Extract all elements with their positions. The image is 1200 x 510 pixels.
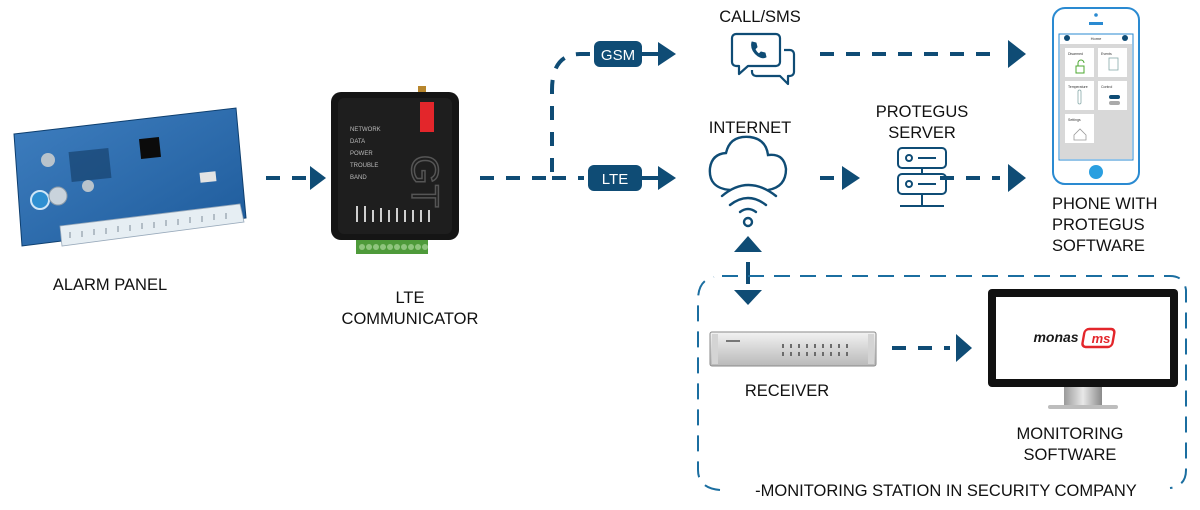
phone-label-line1: PHONE WITH [1052,195,1158,213]
lte-badge-label: LTE [602,171,628,188]
arrowhead-icon [1008,40,1026,68]
cloud-wifi-icon [708,135,788,228]
arrowhead-icon [658,166,676,190]
connector-lines [266,52,1000,350]
arrowhead-icon [310,166,326,190]
lte-communicator-label: LTE COMMUNICATOR [330,288,490,330]
arrowheads [310,40,1026,362]
receiver-label: RECEIVER [744,382,830,400]
phone-label-line3: SOFTWARE [1052,237,1145,255]
lte-communicator-label-line1: LTE [395,289,425,307]
lte-communicator-image: NETWORK DATA POWER TROUBLE BAND GT [331,86,459,254]
status-led-labels: NETWORK DATA POWER TROUBLE BAND [350,127,381,181]
protegus-server-label-line2: SERVER [888,124,956,142]
led-label: DATA [350,139,365,145]
gsm-badge: GSM [594,41,642,67]
svg-text:Events: Events [1101,52,1112,56]
communicator-to-gsm-line [480,52,596,180]
protegus-server-label: PROTEGUS SERVER [852,102,992,144]
receiver-image [709,331,877,367]
internet-label: INTERNET [708,119,792,137]
monitoring-software-label: MONITORING SOFTWARE [1000,424,1140,466]
monitoring-software-label-line1: MONITORING [1016,425,1124,443]
phone-screen-title: Home [1091,36,1102,41]
arrowhead-icon [1008,164,1026,192]
monas-logo-text: monas [1033,329,1078,345]
monitoring-software-label-line2: SOFTWARE [1023,446,1117,464]
protegus-server-label-line1: PROTEGUS [875,103,969,121]
svg-text:Temperature: Temperature [1068,85,1088,89]
chat-phone-icon [730,32,796,86]
monitor-image: monas ms [988,289,1178,409]
led-label: TROUBLE [350,163,378,169]
server-icon [897,147,947,207]
lte-badge: LTE [588,165,642,191]
svg-text:Disarmed: Disarmed [1068,52,1083,56]
monas-logo-badge: ms [1092,331,1111,346]
svg-text:Settings: Settings [1068,118,1081,122]
brand-mark: GT [403,155,445,208]
arrowhead-icon [956,334,972,362]
led-label: POWER [350,151,373,157]
phone-label: PHONE WITH PROTEGUS SOFTWARE [1040,194,1192,257]
svg-text:Control: Control [1101,85,1113,89]
phone-image: Home Disarmed Events Temperature Control… [1052,7,1140,185]
led-label: BAND [350,175,367,181]
call-sms-label: CALL/SMS [719,8,801,26]
solid-connector-lines [658,52,750,284]
arrowhead-icon [658,42,676,66]
monitoring-station-label: -MONITORING STATION IN SECURITY COMPANY [736,481,1156,502]
phone-label-line2: PROTEGUS [1052,216,1145,234]
arrowhead-icon [842,166,860,190]
alarm-panel-image [13,107,247,247]
gsm-badge-label: GSM [601,47,635,64]
arrow-up-icon [734,236,762,252]
led-label: NETWORK [350,127,381,133]
alarm-panel-label: ALARM PANEL [52,276,168,294]
arrow-down-icon [734,290,762,305]
lte-communicator-label-line2: COMMUNICATOR [341,310,479,328]
